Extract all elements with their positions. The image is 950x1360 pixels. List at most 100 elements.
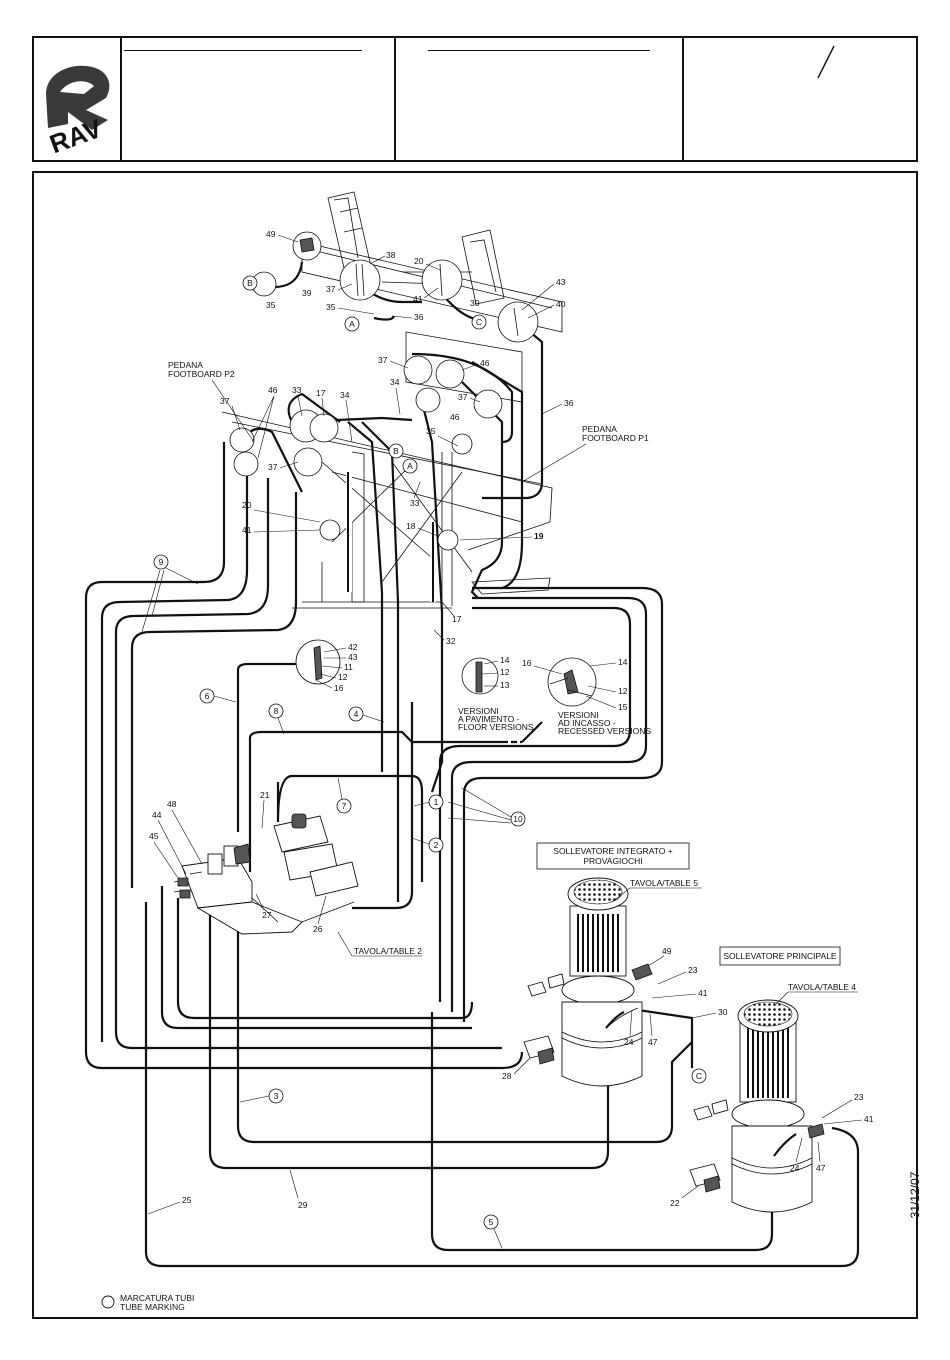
svg-text:4: 4 (354, 709, 359, 719)
letter-marker-b-mid: B (388, 443, 404, 459)
svg-text:3: 3 (274, 1091, 279, 1101)
tube-marker-10: 10 (447, 787, 526, 827)
pipe-network (84, 261, 860, 1268)
svg-text:7: 7 (342, 801, 347, 811)
footboard-p1-label-it: PEDANA (582, 424, 617, 434)
part-37: 37 (326, 284, 336, 294)
part-46: 46 (480, 358, 490, 368)
title-line-2 (428, 50, 650, 51)
part-30: 30 (470, 298, 480, 308)
part-29: 29 (298, 1200, 308, 1210)
part-26: 26 (313, 924, 323, 934)
tube-marker-3: 3 (239, 1088, 284, 1104)
part-17: 17 (452, 614, 462, 624)
part-24: 24 (624, 1037, 634, 1047)
part-24: 24 (790, 1163, 800, 1173)
part-23: 23 (854, 1092, 864, 1102)
svg-text:1: 1 (434, 797, 439, 807)
lifter-integrated-label-1: SOLLEVATORE INTEGRATO + (553, 846, 672, 856)
svg-text:10: 10 (513, 814, 523, 824)
part-34: 34 (390, 377, 400, 387)
part-41: 41 (242, 525, 252, 535)
part-48: 48 (167, 799, 177, 809)
letter-marker-b-top: B (242, 275, 258, 291)
title-cell-3 (682, 38, 684, 160)
sheet-slash (817, 45, 835, 79)
letter-marker-a-mid: A (402, 458, 418, 474)
tube-marker-4: 4 (348, 706, 385, 723)
title-cell-1 (120, 38, 122, 160)
part-34: 34 (340, 390, 350, 400)
rav-logo: RAV (46, 65, 110, 154)
floor-version-label-3: FLOOR VERSIONS (458, 722, 534, 732)
part-12: 12 (500, 667, 510, 677)
part-37: 37 (220, 396, 230, 406)
svg-text:C: C (696, 1071, 702, 1081)
part-14: 14 (500, 655, 510, 665)
part-12: 12 (338, 672, 348, 682)
hydraulic-diagram: PEDANA FOOTBOARD P2 PEDANA FOOTBOARD P1 … (84, 191, 874, 1312)
part-20: 20 (242, 500, 252, 510)
part-25: 25 (182, 1195, 192, 1205)
part-49: 49 (662, 946, 672, 956)
table4-label: TAVOLA/TABLE 4 (788, 982, 856, 992)
part-35: 35 (326, 302, 336, 312)
detail-circles (229, 231, 597, 707)
part-32: 32 (446, 636, 456, 646)
tube-marker-6: 6 (199, 688, 237, 704)
part-49: 49 (266, 229, 276, 239)
svg-text:B: B (247, 278, 253, 288)
valve-block (173, 813, 359, 935)
part-35: 35 (266, 300, 276, 310)
part-12: 12 (618, 686, 628, 696)
letter-marker-c-bottom: C (691, 1068, 707, 1084)
recessed-version-label-3: RECESSED VERSIONS (558, 726, 651, 736)
part-27: 27 (262, 910, 272, 920)
tube-marker-9: 9 (141, 554, 199, 633)
part-42: 42 (348, 642, 358, 652)
lifter-main-label: SOLLEVATORE PRINCIPALE (723, 951, 837, 961)
part-17: 17 (316, 388, 326, 398)
part-16: 16 (522, 658, 532, 668)
part-numbers: 49 38 37 39 35 35 36 20 41 30 43 40 37 4… (147, 229, 874, 1215)
part-14: 14 (618, 657, 628, 667)
part-16: 16 (334, 683, 344, 693)
svg-text:8: 8 (274, 706, 279, 716)
tube-markers: 1 2 3 4 5 6 7 (141, 554, 526, 1249)
part-19: 19 (534, 531, 544, 541)
title-cell-2 (394, 38, 396, 160)
svg-text:2: 2 (434, 840, 439, 850)
part-28: 28 (502, 1071, 512, 1081)
svg-text:6: 6 (205, 691, 210, 701)
recessed-version-label-2: AD INCASSO - (558, 718, 616, 728)
part-33: 33 (410, 498, 420, 508)
part-38: 38 (386, 250, 396, 260)
floor-version-label-2: A PAVIMENTO - (458, 714, 520, 724)
letter-marker-a-top: A (344, 316, 360, 332)
part-43: 43 (556, 277, 566, 287)
part-37: 37 (458, 392, 468, 402)
footboard-p1-label-en: FOOTBOARD P1 (582, 433, 649, 443)
footboard-p2-label-it: PEDANA (168, 360, 203, 370)
part-30: 30 (718, 1007, 728, 1017)
table5-label: TAVOLA/TABLE 5 (630, 878, 698, 888)
svg-text:B: B (393, 446, 399, 456)
lifter-main (689, 999, 825, 1213)
title-line-1 (124, 50, 362, 51)
part-23: 23 (688, 965, 698, 975)
recessed-version-label-1: VERSIONI (558, 710, 599, 720)
svg-text:9: 9 (159, 557, 164, 567)
part-21: 21 (260, 790, 270, 800)
part-41: 41 (413, 294, 423, 304)
labels: PEDANA FOOTBOARD P2 PEDANA FOOTBOARD P1 … (101, 360, 858, 1312)
part-47: 47 (648, 1037, 658, 1047)
part-37: 37 (378, 355, 388, 365)
lifter-integrated-label-2: PROVAGIOCHI (583, 856, 642, 866)
part-36: 36 (564, 398, 574, 408)
part-36: 36 (414, 312, 424, 322)
tube-marker-2: 2 (411, 837, 444, 853)
svg-text:5: 5 (489, 1217, 494, 1227)
tube-marking-label-it: MARCATURA TUBI (120, 1293, 194, 1303)
svg-text:A: A (349, 319, 355, 329)
part-39: 39 (302, 288, 312, 298)
